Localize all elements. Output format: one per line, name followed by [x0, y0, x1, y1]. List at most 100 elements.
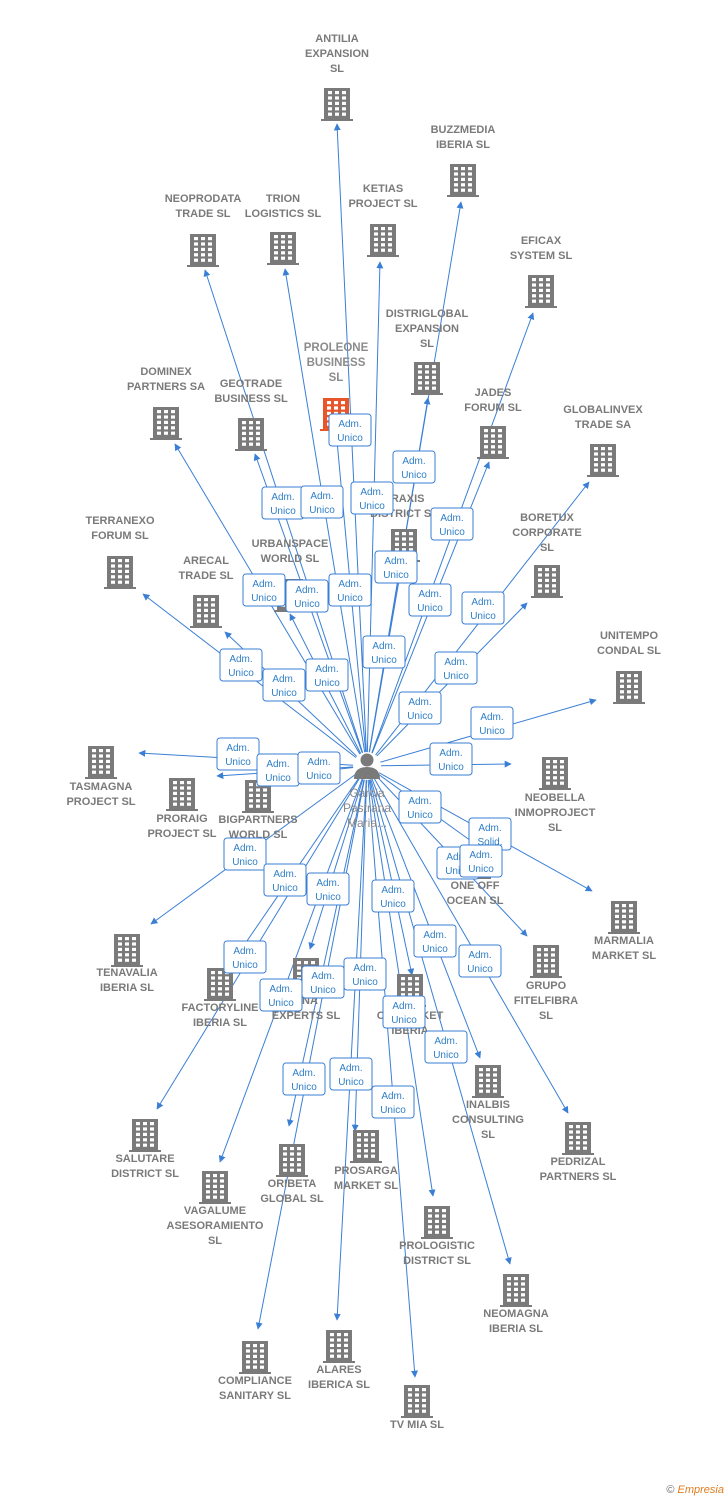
role-badge[interactable]: Adm.Unico: [430, 507, 474, 541]
role-badge[interactable]: Adm.Unico: [408, 583, 452, 617]
role-badge[interactable]: Adm.Unico: [424, 1030, 468, 1064]
role-badge[interactable]: Adm.Unico: [282, 1062, 326, 1096]
company-name-line: PEDRIZAL: [551, 1156, 606, 1168]
company-node-tvmia[interactable]: TV MIA SL: [390, 1385, 444, 1431]
company-name-line: FACTORYLINE: [181, 1002, 258, 1014]
role-text: Unico: [352, 977, 378, 988]
role-badge[interactable]: Adm.Unico: [398, 691, 442, 725]
role-text: Adm.: [469, 850, 492, 861]
role-text: Adm.: [360, 487, 383, 498]
company-name-line: SALUTARE: [115, 1153, 174, 1165]
role-badge[interactable]: Adm.Unico: [223, 940, 267, 974]
edge-arrow: [366, 765, 415, 976]
role-badge[interactable]: Adm.Unico: [371, 1085, 415, 1119]
role-badge[interactable]: Adm.Unico: [328, 413, 372, 447]
role-badge[interactable]: Adm.Unico: [398, 790, 442, 824]
role-badge[interactable]: Adm.Unico: [329, 1057, 373, 1091]
role-badge[interactable]: Adm.Unico: [301, 965, 345, 999]
role-badge[interactable]: Adm.Unico: [223, 837, 267, 871]
role-badge[interactable]: Adm.Unico: [382, 995, 426, 1029]
role-badge[interactable]: Adm.Unico: [458, 944, 502, 978]
building-icon: [323, 1330, 355, 1363]
role-badge[interactable]: Adm.Unico: [429, 742, 473, 776]
role-badge[interactable]: Adm.Unico: [371, 879, 415, 913]
role-badge[interactable]: Adm.Unico: [350, 481, 394, 515]
company-name-line: FITELFIBRA: [514, 995, 578, 1007]
company-name-line: NEOMAGNA: [483, 1308, 548, 1320]
role-text: Unico: [479, 726, 505, 737]
role-layer: Adm.UnicoAdm.UnicoAdm.UnicoAdm.UnicoAdm.…: [216, 413, 514, 1119]
role-badge[interactable]: Adm.Unico: [242, 573, 286, 607]
brand-name: Empresia: [677, 1484, 724, 1496]
role-badge[interactable]: Adm.Solid.: [468, 817, 512, 851]
role-badge[interactable]: Adm.Unico: [297, 751, 341, 785]
role-badge[interactable]: Adm.Unico: [461, 591, 505, 625]
building-icon: [150, 407, 182, 440]
company-name-line: DISTRIGLOBAL: [386, 308, 469, 320]
building-icon: [199, 1171, 231, 1204]
role-badge[interactable]: Adm.Unico: [261, 486, 305, 520]
role-badge[interactable]: Adm.Unico: [392, 450, 436, 484]
role-badge[interactable]: Adm.Unico: [374, 550, 418, 584]
role-badge[interactable]: Adm.Unico: [300, 485, 344, 519]
role-badge[interactable]: Adm.Unico: [219, 648, 263, 682]
role-badge[interactable]: Adm.Unico: [434, 651, 478, 685]
role-badge[interactable]: Adm.Unico: [256, 753, 300, 787]
role-badge[interactable]: Adm.Unico: [362, 635, 406, 669]
role-badge[interactable]: Adm.Unico: [413, 924, 457, 958]
role-badge[interactable]: Adm.Unico: [262, 668, 306, 702]
role-badge[interactable]: Adm.Unico: [328, 573, 372, 607]
role-badge[interactable]: Adm.Unico: [216, 737, 260, 771]
role-text: Adm.: [295, 585, 318, 596]
role-badge[interactable]: Adm.Unico: [470, 706, 514, 740]
role-text: Unico: [470, 611, 496, 622]
role-badge[interactable]: Adm.Unico: [259, 978, 303, 1012]
company-name-label: TV MIA SL: [390, 1419, 444, 1431]
role-badge[interactable]: Adm.Unico: [343, 957, 387, 991]
role-badge[interactable]: Adm.Unico: [263, 863, 307, 897]
role-badge[interactable]: Adm.Unico: [306, 872, 350, 906]
role-badge[interactable]: Adm.Unico: [305, 658, 349, 692]
role-text: Unico: [337, 593, 363, 604]
company-name-line: PROJECT SL: [348, 198, 417, 210]
company-name-line: NEOBELLA: [525, 792, 586, 804]
role-badge[interactable]: Adm.Unico: [285, 579, 329, 613]
role-badge[interactable]: Adm.Unico: [459, 844, 503, 878]
